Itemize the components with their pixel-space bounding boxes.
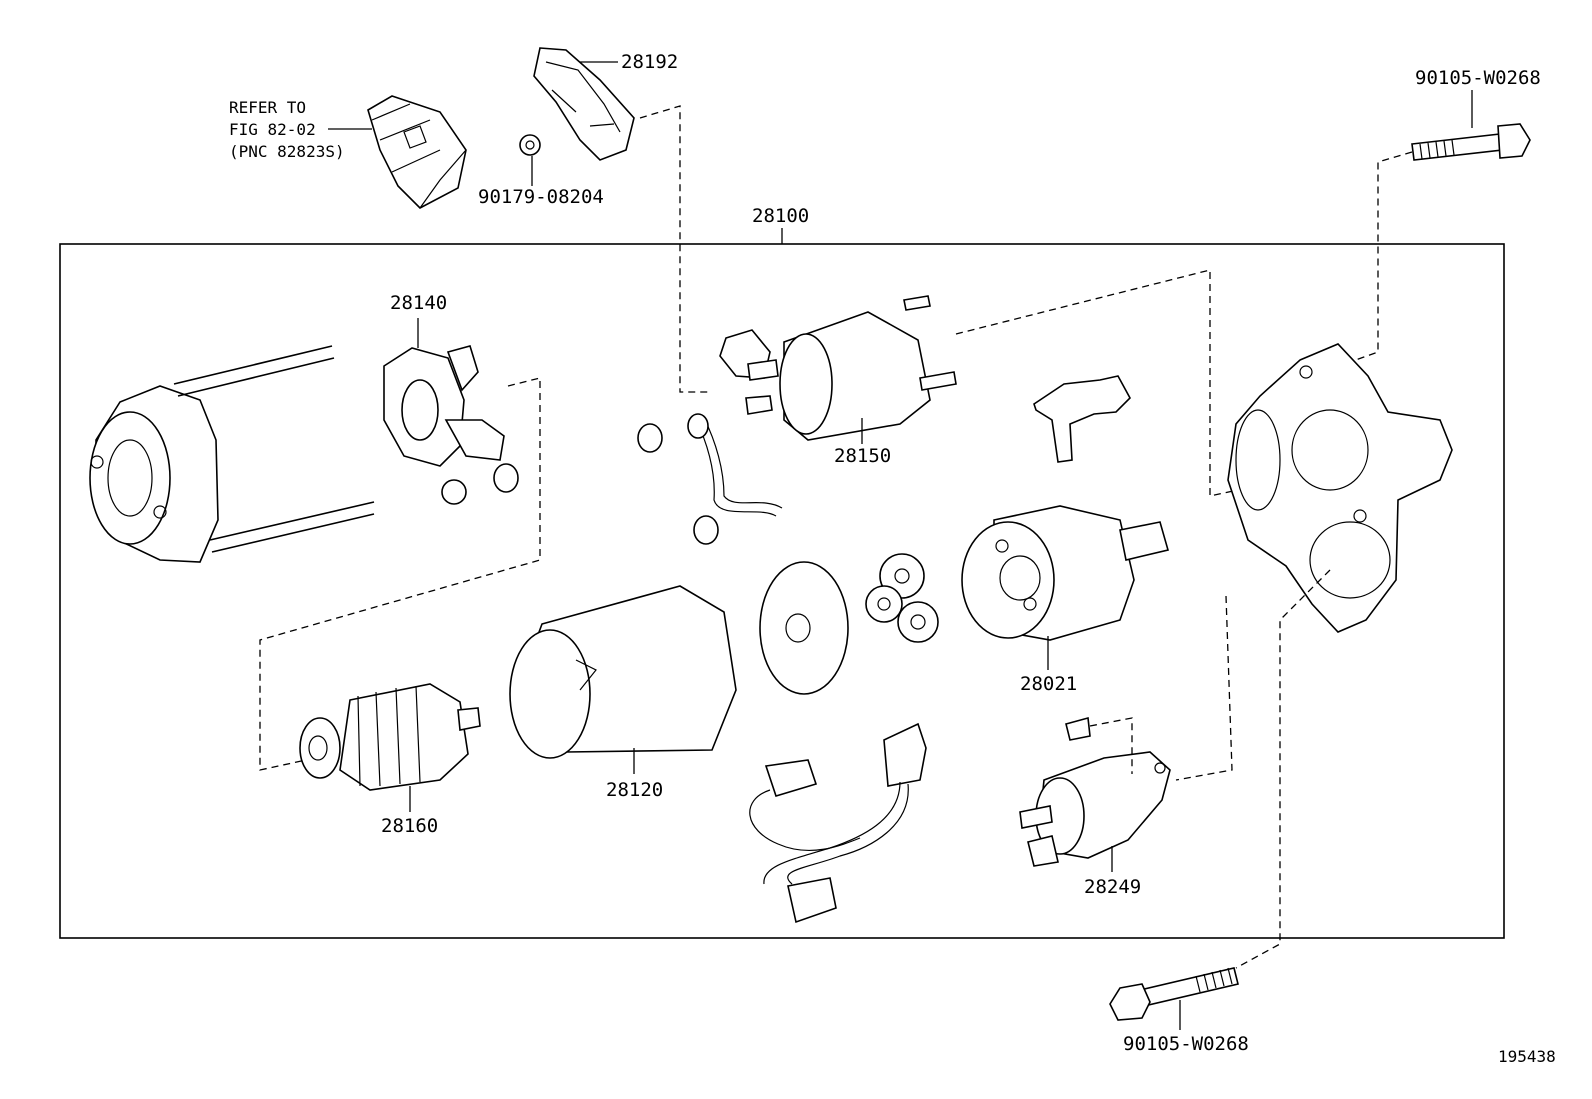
shift-lever-drawing[interactable] — [1033, 375, 1131, 463]
reference-note-line2: FIG 82-02 — [229, 120, 316, 139]
assembly-label-28100[interactable]: 28100 — [752, 205, 809, 227]
part-label-28192[interactable]: 28192 — [621, 51, 678, 73]
part-label-28120[interactable]: 28120 — [606, 779, 663, 801]
reference-note: REFER TO FIG 82-02 (PNC 82823S) — [229, 98, 345, 161]
end-frame-drawing[interactable] — [89, 345, 375, 563]
part-label-90105-W0268-bottom[interactable]: 90105-W0268 — [1123, 1033, 1249, 1055]
connector-housing-drawing[interactable] — [367, 95, 467, 209]
magnet-switch-28249-drawing[interactable] — [1019, 716, 1171, 867]
part-label-28140[interactable]: 28140 — [390, 292, 447, 314]
plate-washer-drawing[interactable] — [759, 561, 849, 695]
cover-28192-drawing[interactable] — [533, 47, 635, 161]
reference-note-line3: (PNC 82823S) — [229, 142, 345, 161]
brush-holder-28140-drawing[interactable] — [383, 345, 519, 505]
bolt-top-drawing[interactable] — [1411, 123, 1531, 161]
wire-harness-drawing[interactable] — [749, 722, 927, 924]
part-label-28021[interactable]: 28021 — [1020, 673, 1077, 695]
reference-note-line1: REFER TO — [229, 98, 306, 117]
magnetic-switch-28150-drawing[interactable] — [719, 295, 957, 441]
nut-90179-drawing[interactable] — [519, 134, 541, 156]
armature-28160-drawing[interactable] — [299, 683, 481, 791]
bolt-bottom-drawing[interactable] — [1109, 967, 1239, 1021]
lead-wire-drawing[interactable] — [687, 413, 783, 517]
part-label-28160[interactable]: 28160 — [381, 815, 438, 837]
part-label-90179-08204[interactable]: 90179-08204 — [478, 186, 604, 208]
part-label-28150[interactable]: 28150 — [834, 445, 891, 467]
yoke-28120-drawing[interactable] — [509, 585, 737, 759]
nut-small-drawing[interactable] — [637, 423, 719, 545]
part-label-90105-W0268-top[interactable]: 90105-W0268 — [1415, 67, 1541, 89]
part-label-28249[interactable]: 28249 — [1084, 876, 1141, 898]
drive-housing-drawing[interactable] — [1227, 343, 1453, 633]
figure-number: 195438 — [1498, 1047, 1556, 1066]
planetary-gears-drawing[interactable] — [865, 553, 939, 643]
starter-clutch-28021-drawing[interactable] — [961, 505, 1169, 641]
